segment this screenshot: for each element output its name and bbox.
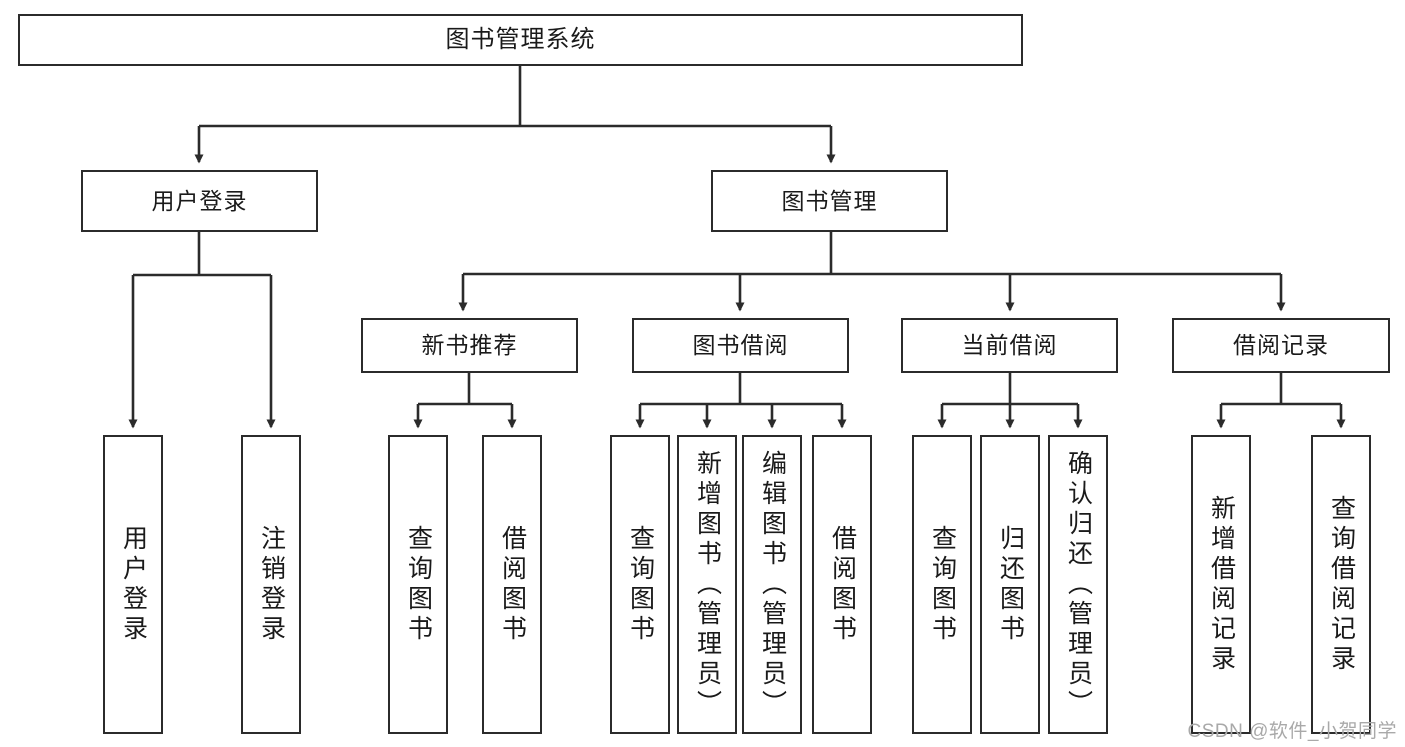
leaf-confirm-return-admin[interactable]: 确认归还（管理员） [1048, 435, 1108, 734]
node-label: 图书管理系统 [445, 26, 596, 53]
node-label: 用户登录 [119, 524, 148, 645]
node-current-borrow[interactable]: 当前借阅 [901, 318, 1118, 373]
leaf-user-login[interactable]: 用户登录 [103, 435, 163, 734]
node-label: 图书管理 [781, 187, 878, 214]
leaf-query-borrow-record[interactable]: 查询借阅记录 [1311, 435, 1371, 734]
leaf-query-book-borrow[interactable]: 查询图书 [610, 435, 670, 734]
node-label: 查询图书 [404, 524, 433, 645]
node-label: 新增图书（管理员） [693, 449, 722, 720]
node-label: 用户登录 [151, 187, 248, 214]
leaf-borrow-book-new-recommendation[interactable]: 借阅图书 [482, 435, 542, 734]
leaf-query-book-current-borrow[interactable]: 查询图书 [912, 435, 972, 734]
node-label: 借阅图书 [828, 524, 857, 645]
node-label: 新书推荐 [421, 332, 518, 359]
node-borrow-record[interactable]: 借阅记录 [1172, 318, 1390, 373]
node-book-management[interactable]: 图书管理 [711, 170, 948, 232]
leaf-add-borrow-record[interactable]: 新增借阅记录 [1191, 435, 1251, 734]
node-label: 借阅记录 [1233, 332, 1329, 359]
node-label: 查询图书 [928, 524, 957, 645]
leaf-user-logout[interactable]: 注销登录 [241, 435, 301, 734]
leaf-add-book-admin[interactable]: 新增图书（管理员） [677, 435, 737, 734]
leaf-borrow-book-borrow[interactable]: 借阅图书 [812, 435, 872, 734]
leaf-edit-book-admin[interactable]: 编辑图书（管理员） [742, 435, 802, 734]
leaf-return-book[interactable]: 归还图书 [980, 435, 1040, 734]
node-label: 查询借阅记录 [1327, 494, 1356, 675]
node-label: 归还图书 [996, 524, 1025, 645]
node-label: 图书借阅 [692, 332, 789, 359]
node-book-borrow[interactable]: 图书借阅 [632, 318, 849, 373]
node-root-book-management-system[interactable]: 图书管理系统 [18, 14, 1023, 66]
node-label: 注销登录 [257, 524, 286, 645]
node-label: 编辑图书（管理员） [758, 449, 787, 720]
leaf-query-book-new-recommendation[interactable]: 查询图书 [388, 435, 448, 734]
node-user-login[interactable]: 用户登录 [81, 170, 318, 232]
node-label: 新增借阅记录 [1207, 494, 1236, 675]
node-new-book-recommendation[interactable]: 新书推荐 [361, 318, 578, 373]
node-label: 借阅图书 [498, 524, 527, 645]
node-label: 当前借阅 [961, 332, 1058, 359]
node-label: 确认归还（管理员） [1064, 449, 1093, 720]
node-label: 查询图书 [626, 524, 655, 645]
